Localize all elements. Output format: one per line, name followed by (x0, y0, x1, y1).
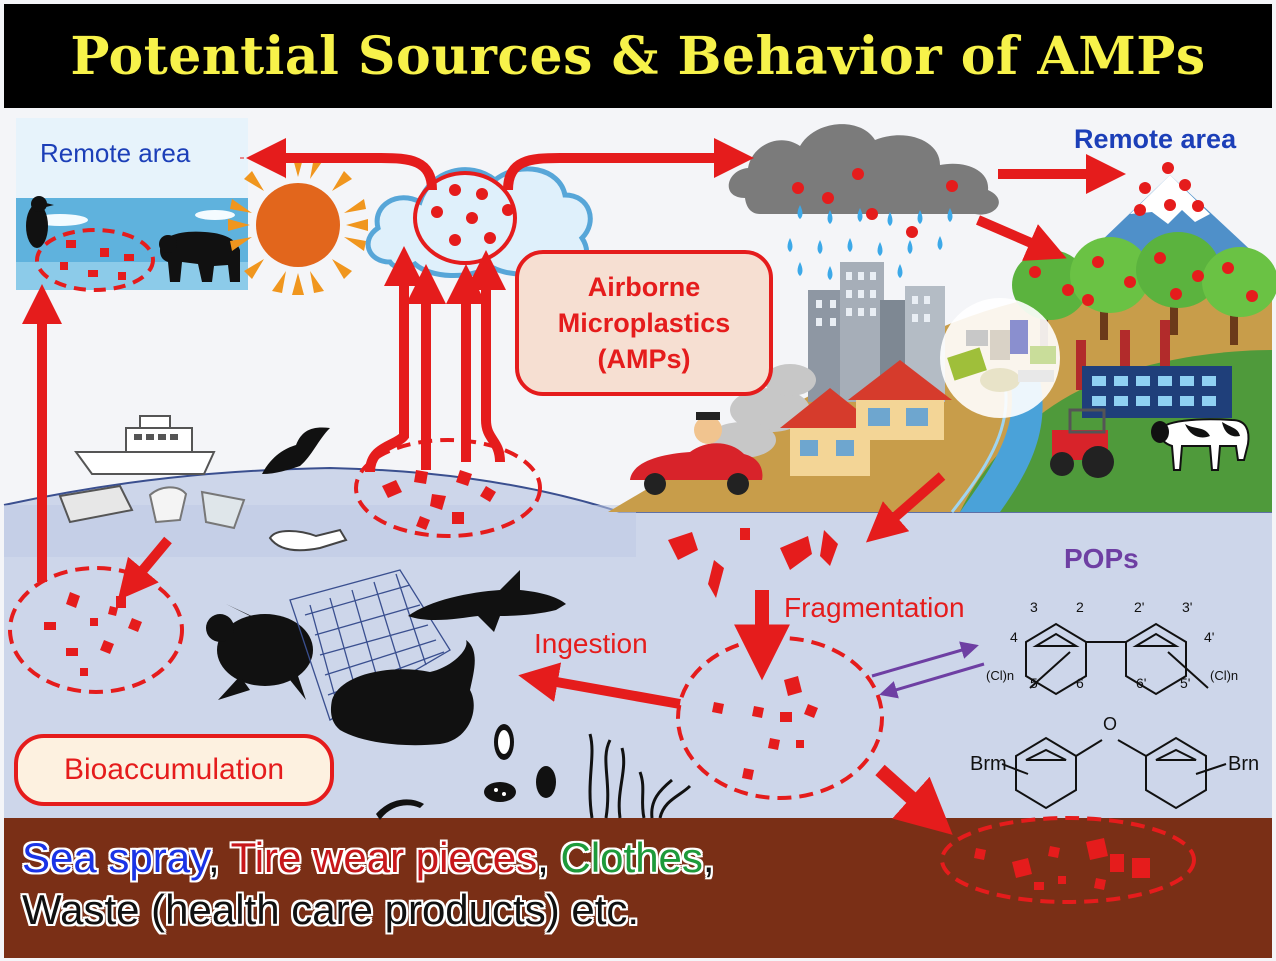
seaweed-icon (588, 733, 692, 819)
shark-icon (408, 570, 566, 632)
sea-surface-line (3, 466, 621, 513)
penguin-icon (26, 196, 54, 248)
pcb-structure (1025, 622, 1209, 696)
bird-icon (262, 427, 330, 474)
ingestion-label: Ingestion (534, 628, 648, 659)
bioaccumulation-box: Bioaccumulation (14, 734, 334, 806)
arrow-surface-up-4 (466, 250, 506, 463)
falling-fragments (668, 528, 838, 598)
amps-label-line1: Airborne (587, 272, 701, 302)
pcb-pos-6p: 6' (1136, 675, 1146, 691)
arrow-river-to-sea (865, 472, 946, 543)
arrow-sinking (875, 764, 953, 835)
title-bar: Potential Sources & Behavior of AMPs (4, 4, 1272, 108)
pcb-pos-5: 5 (1030, 675, 1038, 691)
central-particles (712, 676, 818, 780)
tractor-icon (1050, 408, 1114, 478)
source-tire-wear: Tire wear pieces (230, 834, 538, 881)
whale-icon (330, 640, 475, 746)
source-clothes: Clothes (560, 834, 703, 881)
polar-bear-icon (159, 231, 240, 282)
floating-debris (58, 484, 348, 552)
pcb-pos-4: 4 (1010, 629, 1018, 645)
amps-label-box: Airborne Microplastics (AMPs) (515, 250, 773, 396)
plankton-icon (484, 724, 556, 802)
ship-icon (74, 415, 216, 475)
sorption-arrows (871, 641, 985, 699)
sources-line-1: Sea spray, Tire wear pieces, Clothes, (22, 834, 715, 881)
arrow-cloud-to-rain (503, 138, 754, 191)
city-icon (808, 262, 945, 402)
arrow-cloud-to-remote-left (246, 138, 437, 191)
pcb-pos-5p: 5' (1180, 675, 1190, 691)
factory-icon (1076, 320, 1232, 418)
remote-area-label-left: Remote area (40, 138, 191, 168)
amps-label-line2: Microplastics (557, 308, 731, 338)
pbde-structure (1001, 736, 1227, 810)
transport-arrows (22, 138, 1126, 835)
arrow-rain-to-trees (976, 215, 1067, 261)
arrow-pops-sorption (879, 662, 985, 699)
page-title: Potential Sources & Behavior of AMPs (70, 25, 1206, 87)
pbde-oxygen: O (1103, 714, 1117, 734)
arrow-surface-up-3 (365, 246, 424, 473)
remote-plastic-cluster (35, 228, 155, 292)
pcb-pos-6: 6 (1076, 675, 1084, 691)
sun-icon (228, 155, 368, 295)
pbde-br-left: Brm (970, 753, 1007, 775)
sources-caption: Sea spray, Tire wear pieces, Clothes, Wa… (22, 832, 715, 936)
pcb-pos-4p: 4' (1204, 629, 1214, 645)
source-sea-spray: Sea spray (22, 834, 208, 881)
fragmentation-label: Fragmentation (784, 592, 965, 623)
surface-particles (382, 470, 496, 530)
pcb-pos-3p: 3' (1182, 599, 1192, 615)
sources-line-2: Waste (health care products) etc. (22, 884, 715, 936)
car-icon (630, 412, 763, 495)
remote-particles (60, 240, 134, 280)
arrow-debris-to-cluster (117, 536, 172, 601)
airborne-plastic-cluster (413, 171, 517, 265)
pbde-br-right: Brn (1228, 753, 1259, 775)
sediment-particles (974, 838, 1150, 890)
arrow-ingestion (518, 662, 681, 709)
worm-icon (376, 799, 424, 820)
bioaccumulation-label: Bioaccumulation (63, 753, 285, 786)
turtle-icon (206, 604, 313, 700)
pcb-cl-left: (Cl)n (986, 668, 1014, 683)
left-plastic-cluster (8, 566, 184, 694)
sediment-layer (4, 818, 1272, 958)
amps-label-line3: (AMPs) (597, 344, 691, 374)
pops-label: POPs (1064, 543, 1139, 574)
surface-plastic-cluster (354, 438, 542, 538)
house-icon (780, 360, 952, 476)
pcb-cl-right: (Cl)n (1210, 668, 1238, 683)
pcb-pos-3: 3 (1030, 599, 1038, 615)
pcb-pos-2: 2 (1076, 599, 1084, 615)
rain-cloud-icon (728, 124, 999, 280)
airborne-particles (431, 184, 514, 246)
arrow-pops-release (871, 641, 979, 678)
sediment-plastic-cluster (940, 816, 1196, 904)
remote-area-label-right: Remote area (1074, 124, 1237, 154)
cow-icon (1151, 418, 1250, 471)
trees-icon (1012, 232, 1276, 350)
source-waste: Waste (health care products) etc. (22, 886, 640, 933)
pcb-pos-2p: 2' (1134, 599, 1144, 615)
chem-labels: 3 2 2' 3' 4 4' 5 6 6' 5' (Cl)n (Cl)n O B… (970, 599, 1259, 775)
plastic-waste-icon (940, 298, 1060, 418)
